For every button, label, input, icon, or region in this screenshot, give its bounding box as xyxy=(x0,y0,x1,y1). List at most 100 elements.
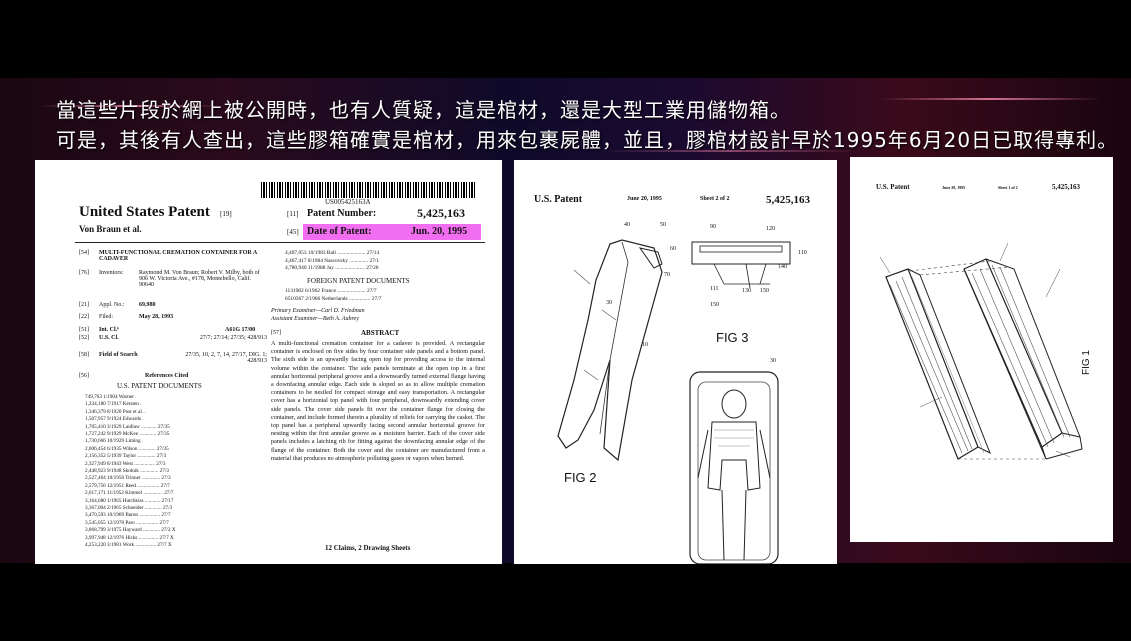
ref-numeral: 90 xyxy=(710,224,716,230)
barcode-number: US005425163A xyxy=(325,198,371,206)
ref-numeral: 110 xyxy=(798,250,807,256)
reference-entry: 4,467,417 8/1984 Nascovsky .............… xyxy=(285,257,380,264)
reference-entry: 2,448,923 9/1948 Skolnik .............. … xyxy=(85,468,169,474)
patent-number: 5,425,163 xyxy=(417,206,465,220)
references-heading: References Cited xyxy=(145,373,189,379)
reference-entry: 1,705,410 3/1929 Laidlaw ............ 27… xyxy=(85,423,170,430)
sheet-header-number: 5,425,163 xyxy=(766,194,810,206)
field-code: [11] xyxy=(287,210,299,218)
date-label: Date of Patent: xyxy=(307,226,372,237)
divider xyxy=(75,242,485,243)
field-label: Inventors: xyxy=(99,270,124,276)
reference-entry: 1,234,180 7/1917 Kersten . xyxy=(85,401,142,408)
us-cl: 27/7; 27/14; 27/35; 428/913 xyxy=(199,335,267,341)
field-code: [56] xyxy=(79,373,89,379)
assistant-examiner: Assistant Examiner—Beth A. Aubrey xyxy=(271,316,359,322)
field-code: [76] xyxy=(79,270,89,276)
primary-examiner: Primary Examiner—Carl D. Friedman xyxy=(271,308,365,314)
claims: 12 Claims, 2 Drawing Sheets xyxy=(325,544,411,552)
ref-numeral: 30 xyxy=(606,300,612,306)
ref-numeral: 10 xyxy=(642,342,648,348)
reference-entry: 2,156,352 5/1939 Taylor .............. 2… xyxy=(85,453,167,460)
sheet-header-date: June 20, 1995 xyxy=(942,185,966,190)
field-code: [57] xyxy=(271,330,281,336)
reference-entry: 2,327,949 8/1943 West ................ 2… xyxy=(85,460,166,467)
field-label: Appl. No.: xyxy=(99,302,125,308)
reference-entry: 1,507,957 9/1924 Edwards . xyxy=(85,416,144,423)
reference-entry: 3,545,055 12/1970 Paro .................… xyxy=(85,519,169,526)
light-streak xyxy=(880,98,1100,100)
reference-entry: 1131982 6/1962 France ..................… xyxy=(285,288,377,294)
date-highlight xyxy=(303,224,481,240)
ref-numeral: 130 xyxy=(742,288,751,294)
fig2-fig3-drawing xyxy=(557,239,791,564)
field-label: Int. Cl.⁶ xyxy=(99,327,119,333)
subtitle-line-1: 當這些片段於網上被公開時，也有人質疑，這是棺材，還是大型工業用儲物箱。 xyxy=(56,98,791,122)
subtitle-line-2: 可是，其後有人查出，這些膠箱確實是棺材，用來包裹屍體，並且，膠棺材設計早於199… xyxy=(56,128,1119,152)
field-label: U.S. Cl. xyxy=(99,335,119,341)
reference-entry: 3,997,948 12/1976 Hicks ............... … xyxy=(85,534,174,541)
field-code: [22] xyxy=(79,314,89,320)
ref-numeral: 30 xyxy=(770,358,776,364)
reference-entry: 3,868,799 3/1975 Hayward ............. 2… xyxy=(85,527,176,534)
foreign-heading: FOREIGN PATENT DOCUMENTS xyxy=(307,277,410,285)
field-code: [52] xyxy=(79,335,89,341)
field-title: MULTI-FUNCTIONAL CREMATION CONTAINER FOR… xyxy=(99,250,257,262)
reference-entry: 749,763 1/1904 Warner . xyxy=(85,394,137,400)
fig3-label: FIG 3 xyxy=(716,330,749,345)
ref-numeral: 40 xyxy=(624,222,630,228)
patent-drawing-sheet-1: U.S. Patent June 20, 1995 Sheet 1 of 2 5… xyxy=(850,157,1113,542)
filed-date: May 28, 1993 xyxy=(139,314,174,320)
fig2-label: FIG 2 xyxy=(564,470,597,485)
ref-numeral: 120 xyxy=(766,226,775,232)
reference-entry: 6510367 2/1966 Netherlands .............… xyxy=(285,295,382,302)
sheet-header-date: June 20, 1995 xyxy=(627,196,662,202)
appl-no: 69,980 xyxy=(139,302,156,308)
sheet-header-left: U.S. Patent xyxy=(534,194,583,205)
ref-numeral: 111 xyxy=(710,286,719,292)
reference-entry: 2,527,464 10/1950 Trinner ..............… xyxy=(85,475,171,482)
sheet-header-sheet: Sheet 1 of 2 xyxy=(998,185,1018,190)
abstract-text: A multi-functional cremation container f… xyxy=(271,340,485,462)
fig1-label: FIG 1 xyxy=(1081,349,1093,376)
field-label: Field of Search xyxy=(99,352,138,358)
ref-numeral: 70 xyxy=(664,272,670,278)
field-of-search: 27/35, 10, 2, 7, 14, 27/17, DIG. 1; 428/… xyxy=(185,352,267,364)
ref-numeral: 50 xyxy=(660,222,666,228)
reference-entry: 1,730,666 10/1929 Liming . xyxy=(85,438,144,445)
reference-entry: 4,253,220 3/1981 Work ................ 2… xyxy=(85,542,172,548)
patent-date: Jun. 20, 1995 xyxy=(411,226,468,237)
reference-entry: 2,006,454 6/1935 Wilson ............. 27… xyxy=(85,445,169,452)
reference-entry: 1,727,242 9/1929 McKee ............. 27/… xyxy=(85,431,170,437)
patent-title-ref: [19] xyxy=(220,210,232,218)
reference-entry: 2,617,171 11/1952 Kimmel ...............… xyxy=(85,490,174,497)
field-code: [45] xyxy=(287,228,299,236)
us-docs-heading: U.S. PATENT DOCUMENTS xyxy=(117,382,202,390)
reference-entry: 4,780,940 11/1988 Jay ..................… xyxy=(285,265,379,272)
barcode xyxy=(261,182,475,198)
reference-entry: 3,367,004 2/1965 Schneider .............… xyxy=(85,505,173,511)
reference-entry: 3,470,593 10/1969 Baron ................… xyxy=(85,512,171,519)
patent-front-page: US005425163A United States Patent [19] V… xyxy=(35,160,502,564)
field-label: Filed: xyxy=(99,314,114,320)
ref-numeral: 60 xyxy=(670,246,676,252)
ref-numeral: 150 xyxy=(710,302,719,308)
field-code: [51] xyxy=(79,327,89,333)
field-code: [21] xyxy=(79,302,89,308)
light-streak xyxy=(600,150,860,152)
field-code: [58] xyxy=(79,352,89,358)
sheet-header-sheet: Sheet 2 of 2 xyxy=(700,196,730,202)
ref-numeral: 150 xyxy=(760,288,769,294)
inventors: Raymond M. Von Braun; Robert V. Milby, b… xyxy=(139,270,260,288)
reference-entry: 3,164,680 1/1965 Hutchkiss ............ … xyxy=(85,497,174,504)
sheet-header-left: U.S. Patent xyxy=(876,183,910,191)
field-code: [54] xyxy=(79,250,89,256)
abstract-heading: ABSTRACT xyxy=(361,329,400,337)
inventor-short: Von Braun et al. xyxy=(79,224,142,234)
fig1-drawing xyxy=(879,242,1083,460)
patent-title: United States Patent xyxy=(79,204,210,220)
ref-numeral: 140 xyxy=(778,264,787,270)
patent-number-label: Patent Number: xyxy=(307,208,377,219)
patent-drawing-sheet-2: U.S. Patent June 20, 1995 Sheet 2 of 2 5… xyxy=(514,160,837,564)
